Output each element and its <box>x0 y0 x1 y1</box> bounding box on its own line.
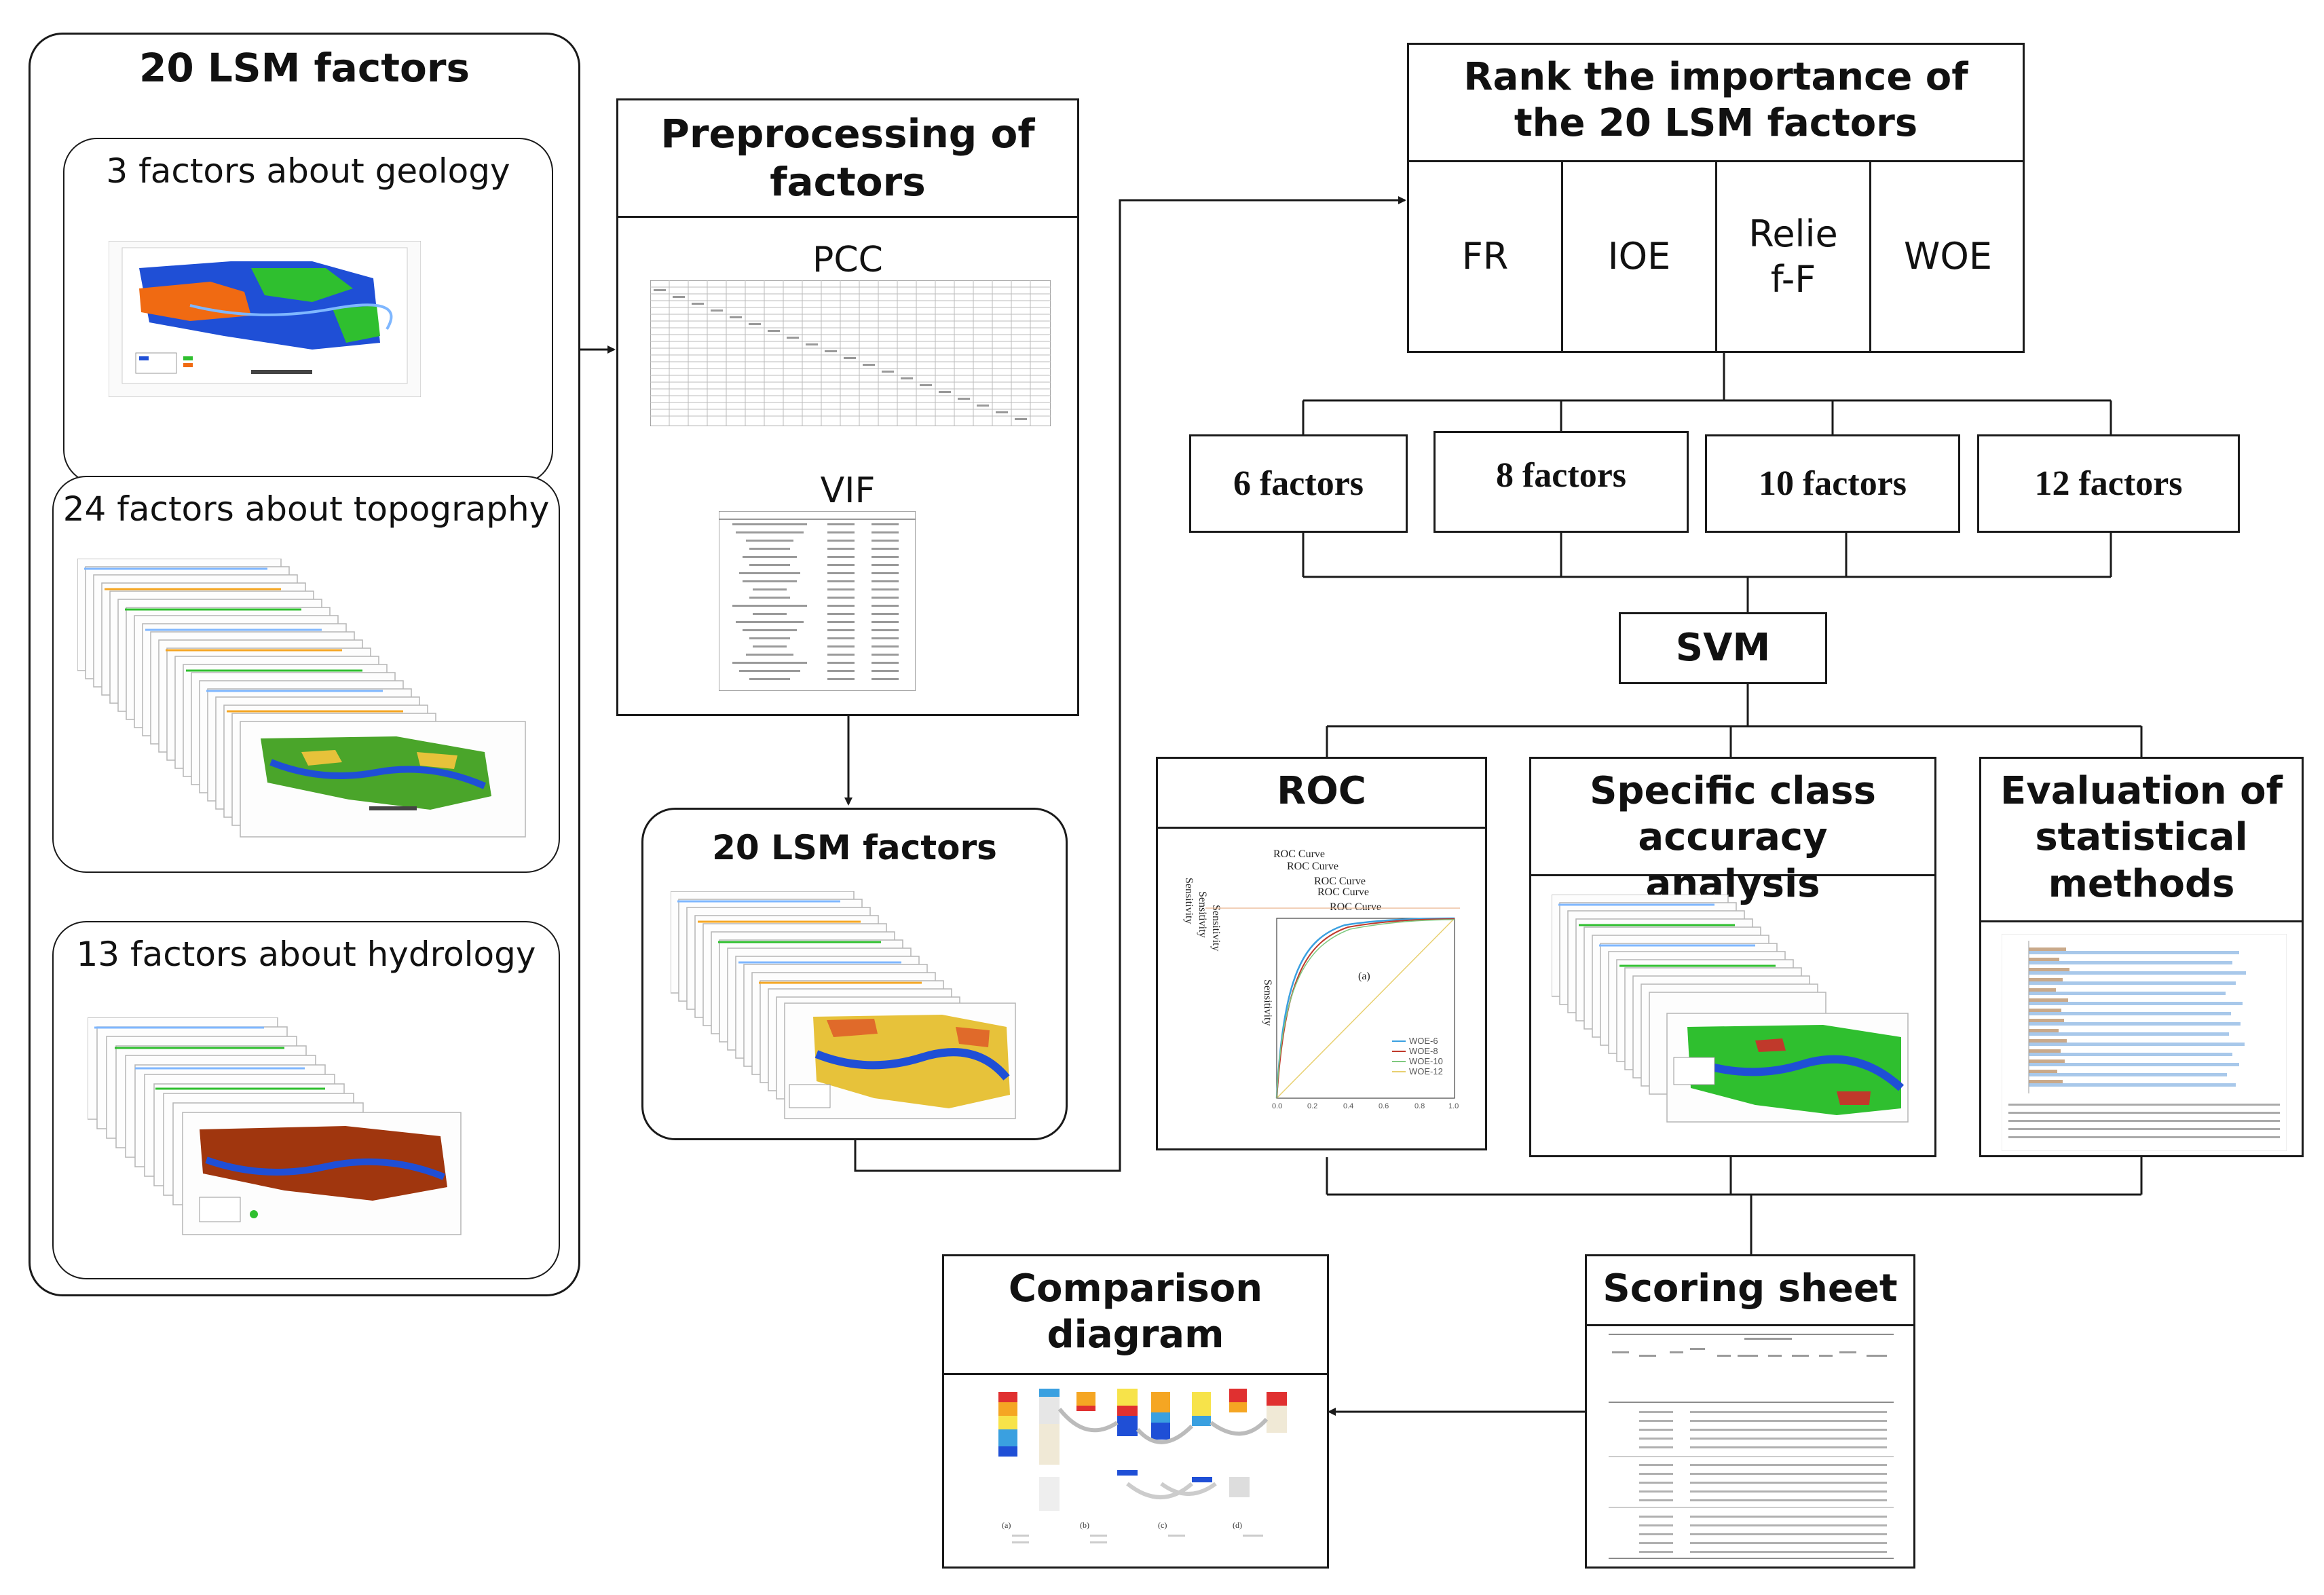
method-fr: FR <box>1409 160 1563 353</box>
preprocessing-title-cell: Preprocessing of factors <box>618 100 1077 218</box>
pcc-matrix-thumbnail <box>650 280 1051 426</box>
roc-box: ROC ROC Curve ROC Curve ROC Curve ROC Cu… <box>1156 757 1487 1150</box>
roc-ylabel-4: Sensitivity <box>1262 979 1273 1026</box>
input-factors-panel: 20 LSM factors 3 factors about geology 2… <box>29 33 580 1296</box>
topography-factors-box: 24 factors about topography <box>52 476 560 873</box>
method-woe: WOE <box>1903 235 1993 278</box>
comparison-panel-a: (a) <box>1002 1520 1011 1530</box>
roc-ylabel-2: Sensitivity <box>1197 891 1208 937</box>
roc-curve-title-2: ROC Curve <box>1287 861 1338 872</box>
roc-tick-0: 0.0 <box>1272 1102 1282 1110</box>
roc-tick-5: 1.0 <box>1448 1102 1459 1110</box>
topography-map-stack-thumbnail <box>77 559 526 838</box>
roc-tick-2: 0.4 <box>1343 1102 1353 1110</box>
subset-10-factors: 10 factors <box>1705 434 1960 533</box>
class-accuracy-box: Specific class accuracy analysis <box>1529 757 1936 1157</box>
roc-legend-woe6: WOE-6 <box>1409 1036 1438 1046</box>
rank-title: Rank the importance of the 20 LSM factor… <box>1463 55 1968 146</box>
roc-legend-woe10: WOE-10 <box>1409 1056 1443 1066</box>
comparison-panel-b: (b) <box>1080 1520 1089 1530</box>
scoring-title: Scoring sheet <box>1603 1266 1898 1311</box>
pcc-label: PCC <box>812 240 883 280</box>
preprocessing-box: Preprocessing of factors PCC VIF <box>616 98 1079 716</box>
roc-ylabel-3: Sensitivity <box>1210 905 1222 951</box>
roc-curve-title-4: ROC Curve <box>1317 886 1369 898</box>
scoring-sheet-box: Scoring sheet <box>1585 1254 1915 1569</box>
method-relief-f: Relief-F <box>1717 160 1871 353</box>
statistical-title-cell: Evaluation of statistical methods <box>1981 759 2302 922</box>
roc-tick-3: 0.6 <box>1379 1102 1389 1110</box>
class-accuracy-map-thumbnail <box>1552 895 1909 1123</box>
hydrology-factors-label: 13 factors about hydrology <box>76 935 536 974</box>
roc-ylabel-1: Sensitivity <box>1183 878 1195 924</box>
comparison-diagram-thumbnail: (a) (b) (c) (d) <box>998 1389 1287 1543</box>
geology-map-thumbnail <box>109 241 421 397</box>
selected-map-stack-thumbnail <box>671 891 1016 1119</box>
roc-legend-woe8: WOE-8 <box>1409 1046 1438 1056</box>
roc-curve-title-5: ROC Curve <box>1330 901 1381 913</box>
hydrology-map-stack-thumbnail <box>88 1017 462 1235</box>
preprocessing-title: Preprocessing of factors <box>660 111 1035 205</box>
geology-factors-label: 3 factors about geology <box>106 151 510 191</box>
roc-panel-label: (a) <box>1358 971 1370 982</box>
method-ioe: IOE <box>1563 160 1717 353</box>
selected-factors-box: 20 LSM factors <box>641 808 1068 1140</box>
statistical-bar-thumbnail <box>2002 934 2287 1151</box>
subset-8-factors: 8 factors <box>1433 431 1689 533</box>
comparison-diagram-box: Comparison diagram (a) (b) (c) (d) <box>942 1254 1329 1569</box>
subset-6-factors: 6 factors <box>1189 434 1408 533</box>
selected-factors-title: 20 LSM factors <box>712 828 997 867</box>
statistical-evaluation-box: Evaluation of statistical methods <box>1979 757 2304 1157</box>
class-accuracy-title: Specific class accuracy analysis <box>1590 769 1876 906</box>
input-factors-title: 20 LSM factors <box>139 45 470 91</box>
scoring-title-cell: Scoring sheet <box>1587 1256 1913 1326</box>
scoring-table-thumbnail <box>1609 1331 1894 1562</box>
geology-factors-box: 3 factors about geology <box>63 138 553 484</box>
comparison-title: Comparison diagram <box>1008 1266 1263 1357</box>
roc-curve-thumbnail: ROC Curve ROC Curve ROC Curve ROC Curve … <box>1183 848 1460 1110</box>
roc-title: ROC <box>1277 769 1366 813</box>
roc-legend-woe12: WOE-12 <box>1409 1066 1443 1076</box>
roc-tick-1: 0.2 <box>1307 1102 1317 1110</box>
rank-importance-box: Rank the importance of the 20 LSM factor… <box>1407 43 2025 353</box>
comparison-title-cell: Comparison diagram <box>944 1256 1327 1375</box>
roc-curve-title-1: ROC Curve <box>1273 848 1325 860</box>
roc-title-cell: ROC <box>1158 759 1485 829</box>
roc-curve-title-3: ROC Curve <box>1314 876 1366 887</box>
comparison-panel-d: (d) <box>1233 1520 1242 1530</box>
svm-model-box: SVM <box>1619 612 1827 684</box>
rank-title-cell: Rank the importance of the 20 LSM factor… <box>1409 45 2023 162</box>
comparison-panel-c: (c) <box>1158 1520 1167 1530</box>
arrow-selected-to-rank <box>854 196 1406 1172</box>
roc-tick-4: 0.8 <box>1414 1102 1425 1110</box>
subset-12-factors: 12 factors <box>1977 434 2240 533</box>
topography-factors-label: 24 factors about topography <box>62 489 550 529</box>
vif-label: VIF <box>820 470 876 511</box>
hydrology-factors-box: 13 factors about hydrology <box>52 921 560 1279</box>
statistical-title: Evaluation of statistical methods <box>2000 769 2283 906</box>
class-accuracy-title-cell: Specific class accuracy analysis <box>1531 759 1934 906</box>
vif-table-thumbnail <box>719 511 916 691</box>
